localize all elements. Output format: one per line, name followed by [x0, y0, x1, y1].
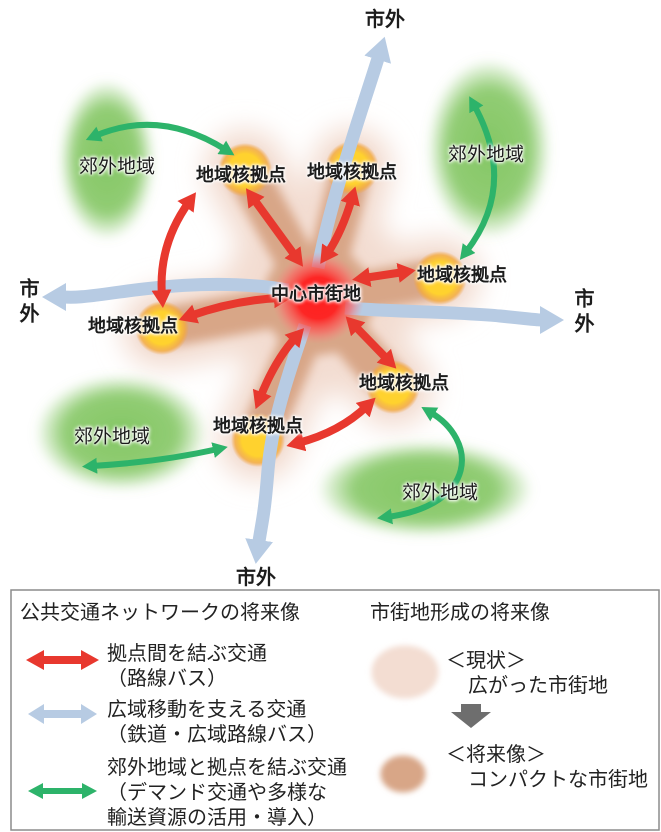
outside-city-label-top: 市外	[365, 7, 405, 31]
hub-nodes	[135, 141, 467, 467]
hub-label: 地域核拠点	[213, 416, 303, 437]
outside-city-label-left: 市外	[16, 278, 40, 328]
outside-city-label-bottom: 市外	[236, 565, 276, 589]
hub-label: 地域核拠点	[359, 373, 449, 394]
outside-city-label-right: 市外	[571, 288, 595, 338]
legend-item-line: 郊外地域と拠点を結ぶ交通	[107, 755, 347, 779]
hub-node	[218, 143, 272, 197]
hub-link-arrows	[151, 186, 416, 452]
legend-item-current-sprawl: ＜現状＞ 広がった市街地	[446, 648, 608, 698]
suburb-link-arrows	[82, 96, 498, 525]
suburb-label-upper-right: 郊外地域	[447, 143, 525, 166]
legend-item-line: ＜将来像＞	[446, 742, 546, 766]
legend-item-line: ＜現状＞	[446, 648, 526, 672]
suburb-link-arrow	[377, 406, 465, 525]
legend-item-line: 広がった市街地	[468, 673, 608, 697]
hub-label: 地域核拠点	[88, 316, 178, 337]
city-center-core	[272, 252, 364, 344]
legend-sprawl-swatch	[371, 645, 439, 699]
hub-node	[366, 360, 420, 414]
hub-node	[135, 301, 189, 355]
hub-link-arrow	[286, 397, 376, 452]
hub-label: 地域核拠点	[417, 265, 507, 286]
hub-link-arrow	[252, 328, 305, 410]
suburb-label-upper-left: 郊外地域	[78, 155, 156, 178]
legend-item-line: （路線バス）	[107, 666, 227, 690]
hub-link-arrow	[151, 192, 197, 308]
legend-transit-title: 公共交通ネットワークの将来像	[20, 600, 300, 624]
legend-urban-title: 市街地形成の将来像	[370, 600, 550, 624]
legend-box	[10, 589, 660, 831]
wide-area-arrow-west	[42, 277, 290, 312]
hub-link-arrow	[178, 288, 292, 324]
hub-link-arrow	[245, 188, 304, 267]
suburb-label-lower-right: 郊外地域	[401, 481, 479, 504]
hub-node	[413, 251, 467, 305]
suburban-area-upper-left	[59, 80, 155, 240]
suburb-label-lower-left: 郊外地域	[73, 425, 151, 448]
legend-item-line: コンパクトな市街地	[468, 767, 648, 791]
suburb-link-arrow	[459, 96, 498, 260]
legend-item-future-compact: ＜将来像＞ コンパクトな市街地	[446, 742, 648, 792]
legend-item-suburb-link: 郊外地域と拠点を結ぶ交通 （デマンド交通や多様な 輸送資源の活用・導入）	[107, 755, 347, 830]
legend-item-hub-link: 拠点間を結ぶ交通 （路線バス）	[107, 641, 267, 691]
legend-item-line: （鉄道・広域路線バス）	[107, 722, 327, 746]
legend-item-wide-area: 広域移動を支える交通 （鉄道・広域路線バス）	[107, 697, 327, 747]
suburb-link-arrow	[82, 442, 228, 474]
hub-link-arrow	[320, 186, 360, 264]
legend-item-line: 輸送資源の活用・導入）	[107, 805, 327, 829]
hub-label: 地域核拠点	[196, 165, 286, 186]
legend-item-line: 広域移動を支える交通	[107, 697, 307, 721]
legend-down-arrow-icon	[451, 704, 491, 728]
city-center-label: 中心市街地	[271, 284, 361, 305]
suburb-link-arrow	[85, 121, 235, 156]
legend-item-line: （デマンド交通や多様な	[107, 780, 327, 804]
legend-compact-swatch	[380, 755, 426, 793]
wide-area-arrow-east	[344, 301, 564, 334]
hub-link-arrow	[352, 263, 416, 287]
hub-link-arrow	[345, 316, 397, 369]
hub-label: 地域核拠点	[307, 162, 397, 183]
legend-item-line: 拠点間を結ぶ交通	[107, 641, 267, 665]
